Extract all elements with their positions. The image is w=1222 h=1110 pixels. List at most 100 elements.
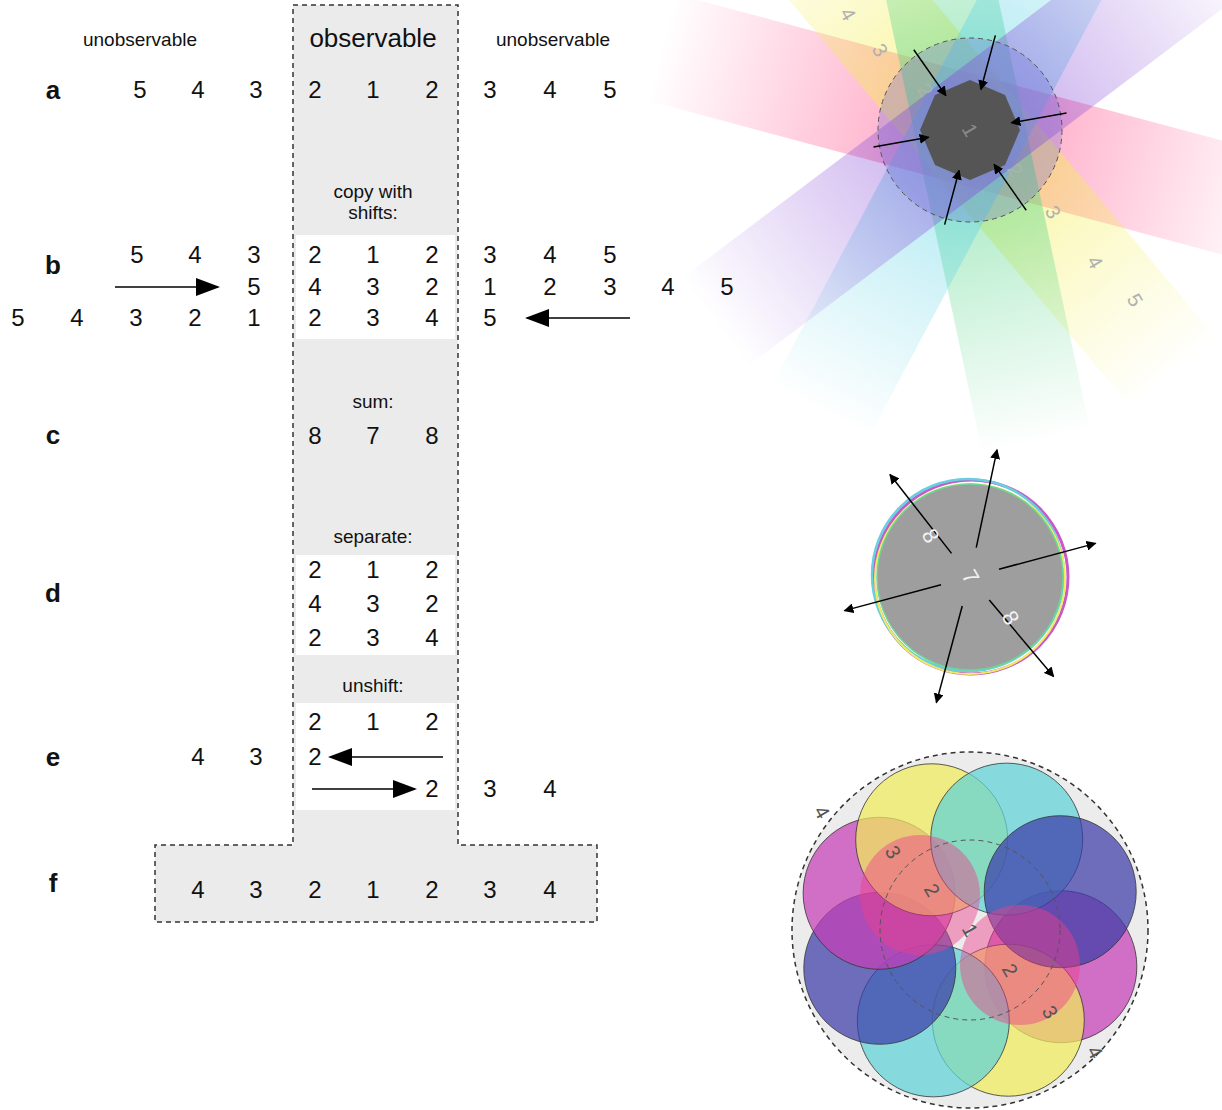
step-label: copy with shifts: — [313, 182, 433, 224]
number-label: 3 — [366, 625, 379, 651]
number-label: 5 — [720, 274, 733, 300]
number-label: 3 — [249, 77, 262, 103]
observable-region — [155, 5, 597, 922]
number-label: 3 — [366, 305, 379, 331]
number-label: 1 — [483, 274, 496, 300]
number-label: 7 — [366, 423, 379, 449]
outward-arrow — [976, 450, 997, 548]
number-label: 3 — [483, 877, 496, 903]
row-band — [296, 235, 455, 339]
number-label: 2 — [425, 591, 438, 617]
row-band — [296, 555, 455, 655]
shift-arrow — [115, 286, 218, 288]
number-label: 4 — [191, 877, 204, 903]
number-label: 2 — [308, 557, 321, 583]
number-label: 4 — [308, 591, 321, 617]
shift-arrow — [330, 756, 443, 758]
number-label: 2 — [425, 709, 438, 735]
region-heading: observable — [309, 24, 436, 53]
number-label: 1 — [366, 242, 379, 268]
number-label: 3 — [366, 274, 379, 300]
number-label: 1 — [366, 77, 379, 103]
number-label: 3 — [247, 242, 260, 268]
number-label: 4 — [308, 274, 321, 300]
shift-arrow — [312, 788, 415, 790]
inward-arrow — [1011, 113, 1066, 123]
number-label: 4 — [191, 744, 204, 770]
number-label: 4 — [191, 77, 204, 103]
number-label: 4 — [543, 877, 556, 903]
shift-arrow — [527, 317, 630, 319]
number-label: 2 — [425, 77, 438, 103]
number-label: 1 — [366, 557, 379, 583]
row-letter: a — [46, 76, 60, 105]
row-letter: b — [45, 251, 61, 280]
number-label: 3 — [249, 744, 262, 770]
number-label: 5 — [130, 242, 143, 268]
number-label: 3 — [483, 776, 496, 802]
region-heading: unobservable — [496, 30, 610, 51]
number-label: 1 — [366, 877, 379, 903]
step-label: sum: — [352, 392, 393, 413]
number-label: 5 — [603, 242, 616, 268]
number-label: 4 — [425, 305, 438, 331]
petal-circles — [803, 763, 1137, 1097]
number-label: 2 — [425, 274, 438, 300]
row-letter: c — [46, 421, 60, 450]
number-label: 5 — [603, 77, 616, 103]
step-label: unshift: — [342, 676, 403, 697]
number-label: 5 — [11, 305, 24, 331]
outward-arrow — [936, 606, 962, 703]
number-label: 8 — [308, 423, 321, 449]
number-label: 5 — [133, 77, 146, 103]
number-label: 2 — [308, 305, 321, 331]
number-label: 2 — [188, 305, 201, 331]
number-label: 1 — [366, 709, 379, 735]
inward-arrow — [873, 137, 928, 147]
number-label: 4 — [425, 625, 438, 651]
number-label: 5 — [247, 274, 260, 300]
number-label: 1 — [247, 305, 260, 331]
number-label: 8 — [425, 423, 438, 449]
number-label: 2 — [308, 242, 321, 268]
row-letter: d — [45, 579, 61, 608]
number-label: 2 — [308, 877, 321, 903]
summed-disc — [872, 479, 1068, 674]
number-label: 2 — [308, 744, 321, 770]
outward-arrow — [989, 600, 1053, 677]
number-label: 2 — [308, 625, 321, 651]
row-band — [296, 703, 455, 810]
outward-arrow — [890, 475, 952, 554]
number-label: 4 — [543, 242, 556, 268]
number-label: 2 — [425, 877, 438, 903]
outward-arrows — [844, 450, 1095, 703]
number-label: 4 — [543, 77, 556, 103]
inward-arrows — [873, 35, 1066, 224]
number-label: 2 — [308, 709, 321, 735]
inward-arrow — [945, 171, 959, 225]
number-label: 5 — [483, 305, 496, 331]
number-label: 2 — [425, 242, 438, 268]
outward-arrow — [844, 585, 941, 611]
inward-arrow — [981, 35, 995, 89]
number-label: 3 — [483, 242, 496, 268]
outward-arrow — [999, 543, 1096, 569]
row-letter: f — [49, 869, 58, 898]
number-label: 3 — [366, 591, 379, 617]
number-label: 3 — [603, 274, 616, 300]
number-label: 3 — [483, 77, 496, 103]
row-letter: e — [46, 743, 60, 772]
reconstruction-disc — [792, 752, 1148, 1108]
number-label: 3 — [129, 305, 142, 331]
number-label: 4 — [661, 274, 674, 300]
number-label: 3 — [249, 877, 262, 903]
number-label: 4 — [188, 242, 201, 268]
number-label: 2 — [425, 776, 438, 802]
observed-circle — [880, 840, 1060, 1020]
number-label: 4 — [70, 305, 83, 331]
number-label: 2 — [543, 274, 556, 300]
region-heading: unobservable — [83, 30, 197, 51]
step-label: separate: — [333, 527, 412, 548]
